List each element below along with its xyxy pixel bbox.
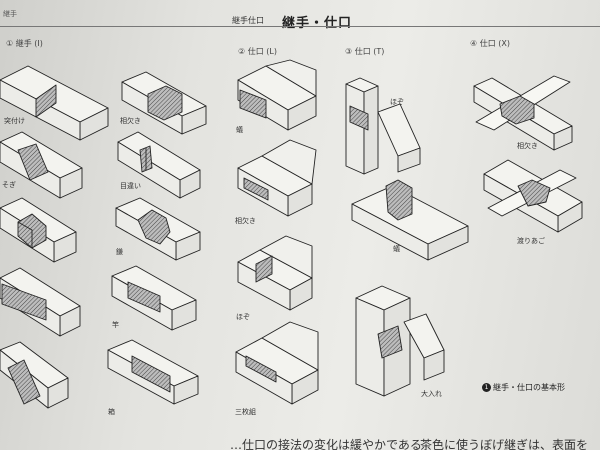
housing-t-drawing: [355, 285, 445, 397]
bridle-l-drawing: [235, 321, 319, 405]
body-text-left: …仕口の接法の変化は緩やかである: [230, 438, 422, 450]
section-heading-tsugite: ① 継手 (I): [6, 39, 43, 48]
label-dovetail-l: 蟻: [236, 126, 243, 134]
label-box-joint: 箱: [108, 408, 115, 416]
body-text-right: 茶色に使うぼげ継ぎは、表面を: [420, 438, 589, 450]
scarf-joint-drawing: [0, 131, 83, 199]
section-heading-shiguchi-l: ② 仕口 (L): [238, 47, 277, 56]
header-corner-mark: 継手: [3, 10, 17, 18]
halved-l-drawing: [237, 139, 317, 217]
dovetail-t-drawing: [351, 179, 469, 261]
long-scarf-joint-drawing: [0, 267, 81, 337]
label-housing-t: 大入れ: [421, 390, 442, 398]
label-halved-x: 相欠き: [517, 142, 538, 150]
diagonal-splice-drawing: [0, 341, 69, 409]
header-small-title: 継手仕口: [232, 16, 264, 25]
halved-splice-drawing: [121, 71, 207, 135]
label-stepped-splice: 目違い: [120, 182, 141, 190]
label-butt-joint: 突付け: [4, 117, 25, 125]
figure-number-badge: 1: [482, 383, 491, 392]
butt-joint-drawing: [0, 65, 109, 141]
rod-joint-drawing: [111, 265, 197, 331]
stepped-splice-drawing: [117, 131, 201, 199]
label-halved-splice: 相欠き: [120, 117, 141, 125]
dovetail-l-drawing: [237, 59, 317, 131]
tenon-l-drawing: [237, 235, 313, 311]
section-heading-shiguchi-x: ④ 仕口 (X): [470, 39, 510, 48]
label-dovetail-t: 蟻: [393, 245, 400, 253]
label-notched-x: 渡りあご: [517, 237, 545, 245]
section-heading-shiguchi-t: ③ 仕口 (T): [345, 47, 385, 56]
label-halved-l: 相欠き: [235, 217, 256, 225]
page-title: 継手・仕口: [282, 16, 353, 31]
label-scarf-joint: そぎ: [2, 181, 16, 189]
kama-joint-drawing: [115, 197, 201, 261]
notched-x-drawing: [483, 159, 583, 233]
figure-caption-text: 継手・仕口の基本形: [493, 383, 565, 392]
label-bridle-l: 三枚組: [235, 408, 256, 416]
rabbeted-joint-drawing: [0, 197, 77, 263]
box-joint-drawing: [107, 339, 199, 405]
header-rule: [0, 26, 600, 27]
label-kama-joint: 鎌: [116, 248, 123, 256]
label-rod-joint: 竿: [112, 321, 119, 329]
tenon-t-drawing: [345, 77, 421, 175]
label-tenon-l: ほぞ: [236, 313, 250, 321]
halved-x-drawing: [473, 75, 573, 151]
label-tenon-t: ほぞ: [390, 98, 404, 106]
